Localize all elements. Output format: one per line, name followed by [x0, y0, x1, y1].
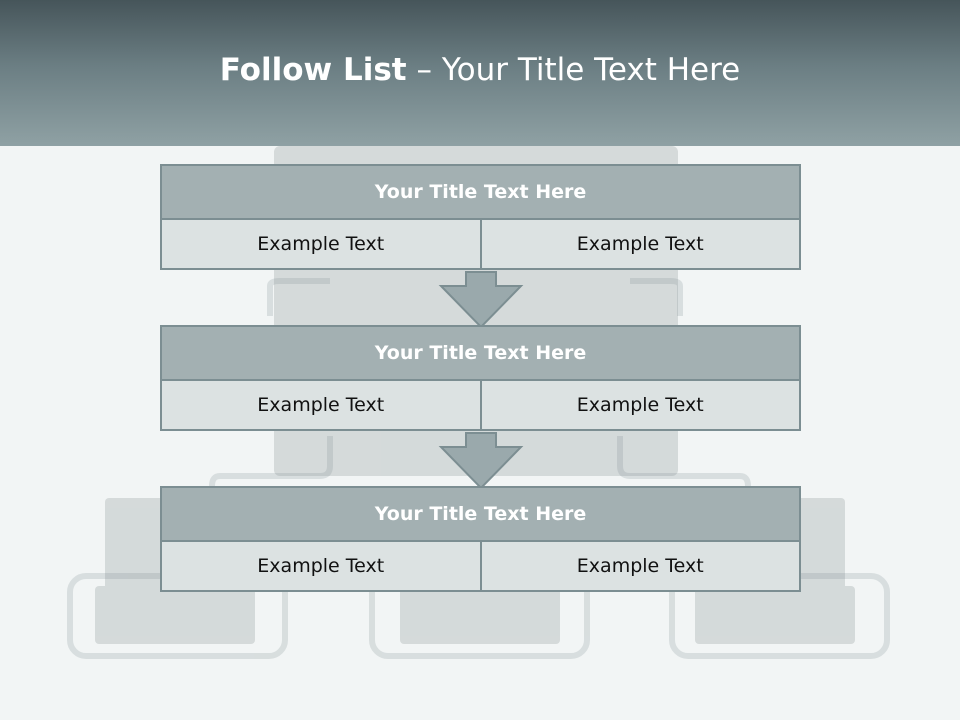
step-block-3: Your Title Text Here Example Text Exampl… — [160, 486, 801, 592]
title-bar: Follow List – Your Title Text Here — [0, 0, 960, 146]
step-cell-right: Example Text — [481, 542, 801, 592]
step-cell-right: Example Text — [481, 381, 801, 431]
slide-title-rest: – Your Title Text Here — [406, 52, 741, 88]
step-title: Your Title Text Here — [160, 486, 801, 542]
step-block-2: Your Title Text Here Example Text Exampl… — [160, 325, 801, 431]
slide-title: Follow List – Your Title Text Here — [0, 52, 960, 88]
step-cell-left: Example Text — [160, 381, 482, 431]
step-title: Your Title Text Here — [160, 325, 801, 381]
down-arrow-icon — [438, 432, 524, 490]
down-arrow-icon — [438, 271, 524, 329]
step-cell-left: Example Text — [160, 542, 482, 592]
step-title: Your Title Text Here — [160, 164, 801, 220]
step-cell-left: Example Text — [160, 220, 482, 270]
step-block-1: Your Title Text Here Example Text Exampl… — [160, 164, 801, 270]
step-cell-right: Example Text — [481, 220, 801, 270]
slide-title-bold: Follow List — [219, 52, 407, 88]
